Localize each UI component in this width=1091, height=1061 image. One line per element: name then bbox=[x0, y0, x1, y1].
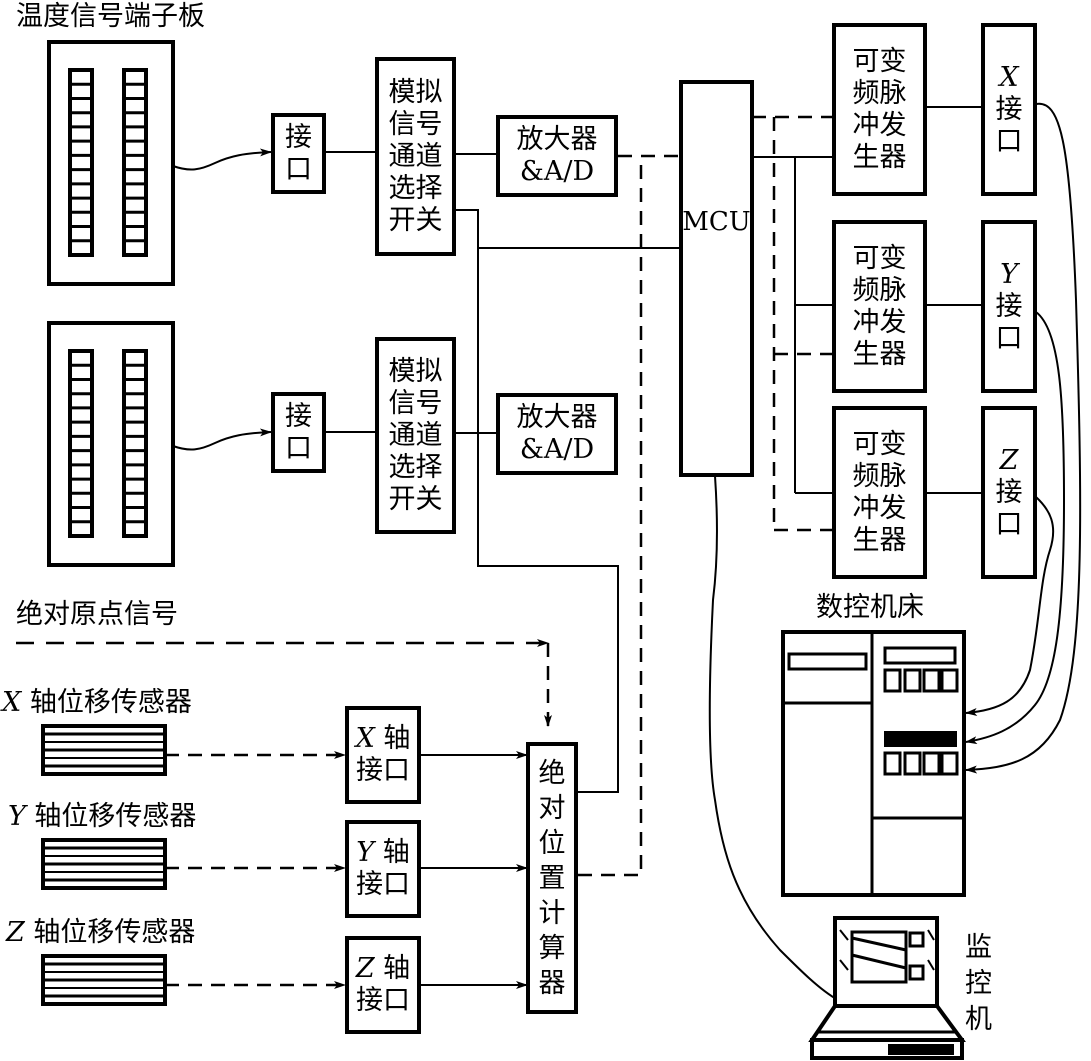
y-axis-sensor bbox=[41, 838, 167, 890]
sensor-interface-z-axis: 轴 bbox=[374, 953, 411, 984]
absolute-position-calculator-text: 绝 对 位 置 计 算 器 bbox=[538, 757, 566, 999]
z-sensor-label: Z 轴位移传感器 bbox=[6, 918, 195, 948]
analog-channel-switch-1-text: 模拟 信号 通道 选择 开关 bbox=[388, 76, 443, 236]
interface-block-1: 接 口 bbox=[271, 113, 326, 194]
sensor-interface-y-text: 接口 bbox=[356, 869, 410, 900]
sensor-interface-x-text: 接口 bbox=[356, 755, 410, 786]
y-sensor-label: Y 轴位移传感器 bbox=[8, 802, 196, 832]
axis-interface-z-text: 接 口 bbox=[995, 476, 1023, 540]
sensor-interface-z: Z 轴接口 bbox=[345, 936, 421, 1034]
y-sensor-axis-letter: Y bbox=[8, 801, 26, 832]
y-sensor-text: 轴位移传感器 bbox=[34, 801, 197, 832]
sensor-interface-x-letter: X bbox=[355, 723, 375, 754]
sensor-interface-z-letter: Z bbox=[355, 953, 375, 984]
amplifier-ad-1-text: 放大器 &A/D bbox=[516, 124, 598, 187]
axis-interface-y-letter: Y bbox=[1000, 258, 1018, 290]
x-interface-cable bbox=[965, 102, 1082, 774]
axis-interface-x-text: 接 口 bbox=[995, 93, 1023, 157]
pulse-generator-y: 可变 频脉 冲发 生器 bbox=[832, 220, 927, 393]
x-sensor-label: X 轴位移传感器 bbox=[2, 688, 192, 718]
analog-channel-switch-2: 模拟 信号 通道 选择 开关 bbox=[375, 337, 456, 534]
analog-channel-switch-1: 模拟 信号 通道 选择 开关 bbox=[375, 57, 456, 256]
amplifier-ad-1: 放大器 &A/D bbox=[496, 115, 618, 197]
mcu-to-monitor-cable bbox=[708, 475, 839, 1001]
abs-calc-to-mcu-dashed bbox=[578, 156, 643, 877]
monitor-pc-label: 监 控 机 bbox=[965, 932, 992, 1035]
axis-interface-x-letter: X bbox=[999, 61, 1019, 93]
terminal-strip bbox=[68, 349, 94, 538]
sensor-interface-x: X 轴接口 bbox=[345, 706, 421, 804]
board2-to-interface2-wire bbox=[172, 428, 272, 451]
terminal-board-1 bbox=[47, 40, 175, 286]
sensor-interface-x-axis: 轴 bbox=[374, 723, 411, 754]
pulse-generator-x-text: 可变 频脉 冲发 生器 bbox=[852, 45, 907, 173]
absolute-position-calculator: 绝 对 位 置 计 算 器 bbox=[526, 742, 578, 1014]
axis-interface-y-text: 接 口 bbox=[995, 290, 1023, 354]
interface-block-2: 接 口 bbox=[271, 392, 326, 473]
sensor-interface-y: Y 轴接口 bbox=[345, 820, 421, 918]
analog-channel-switch-2-text: 模拟 信号 通道 选择 开关 bbox=[388, 355, 443, 515]
z-sensor-axis-letter: Z bbox=[6, 917, 25, 948]
terminal-strip bbox=[122, 349, 148, 538]
pulse-generator-y-text: 可变 频脉 冲发 生器 bbox=[852, 242, 907, 370]
interface-block-2-text: 接 口 bbox=[285, 400, 312, 464]
x-sensor-text: 轴位移传感器 bbox=[29, 687, 192, 718]
pulse-generator-x: 可变 频脉 冲发 生器 bbox=[832, 23, 927, 196]
y-interface-cable bbox=[965, 311, 1066, 745]
sensor-interface-y-letter: Y bbox=[356, 837, 375, 868]
sensor-interface-z-text: 接口 bbox=[356, 985, 410, 1016]
board1-to-interface1-wire bbox=[172, 148, 272, 171]
mcu-block: MCU bbox=[679, 80, 754, 477]
terminal-strip bbox=[122, 68, 148, 257]
interface-block-1-text: 接 口 bbox=[285, 121, 312, 185]
x-axis-sensor bbox=[41, 724, 167, 776]
amplifier-ad-2: 放大器 &A/D bbox=[496, 393, 618, 475]
axis-interface-z-letter: Z bbox=[999, 444, 1019, 476]
z-axis-sensor bbox=[41, 954, 167, 1006]
cnc-machine-icon bbox=[781, 630, 966, 897]
pulse-generator-z-text: 可变 频脉 冲发 生器 bbox=[852, 428, 907, 556]
z-interface-cable bbox=[965, 496, 1055, 717]
terminal-board-2 bbox=[47, 321, 175, 567]
absolute-origin-signal-label: 绝对原点信号 bbox=[16, 599, 178, 630]
pulse-generator-z: 可变 频脉 冲发 生器 bbox=[832, 406, 927, 579]
temperature-board-label: 温度信号端子板 bbox=[16, 1, 205, 32]
x-sensor-axis-letter: X bbox=[2, 687, 22, 718]
sensor-interface-y-axis: 轴 bbox=[374, 837, 410, 868]
mcu-switch-control-line bbox=[456, 209, 619, 793]
amplifier-ad-2-text: 放大器 &A/D bbox=[516, 402, 598, 465]
cnc-machine-label: 数控机床 bbox=[816, 592, 924, 623]
mcu-block-text: MCU bbox=[682, 207, 751, 237]
z-sensor-text: 轴位移传感器 bbox=[33, 917, 196, 948]
monitor-computer-icon bbox=[808, 916, 966, 1060]
terminal-strip bbox=[68, 68, 94, 257]
